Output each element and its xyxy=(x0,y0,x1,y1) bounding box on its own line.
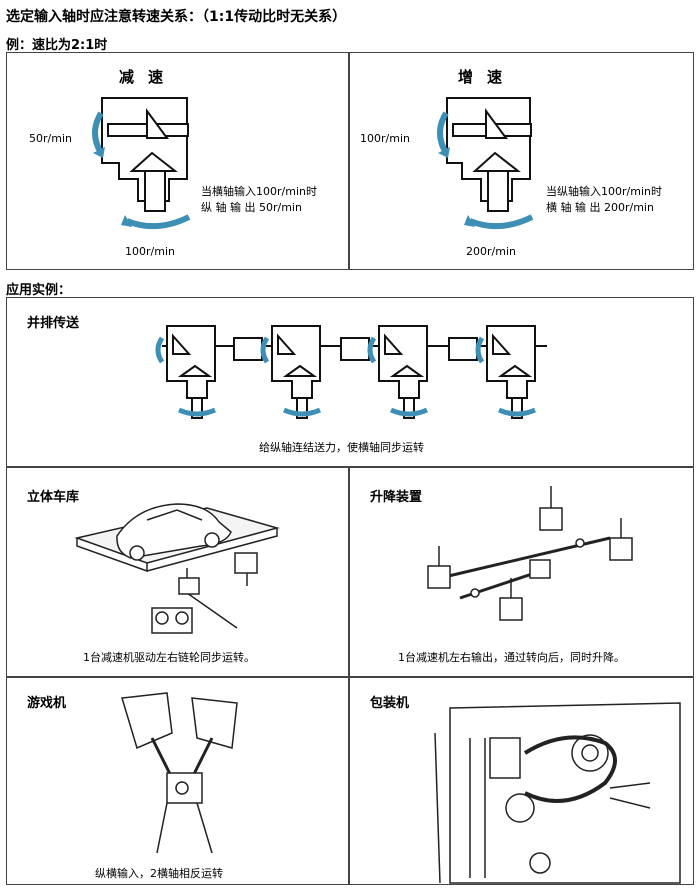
reduction-note-line1: 当横轴输入100r/min时 xyxy=(201,185,317,198)
game-caption: 纵横输入，2横轴相反运转 xyxy=(95,867,223,880)
increase-output-speed: 200r/min xyxy=(466,245,516,258)
reduction-gearbox-diagram xyxy=(92,97,191,230)
packaging-title: 包装机 xyxy=(370,696,410,711)
lifting-panel: 升降装置 1台减速机左右输出，通过转向后，同时升降。 xyxy=(349,467,694,677)
increase-note-line1: 当纵轴输入100r/min时 xyxy=(546,185,662,198)
parallel-title: 并排传送 xyxy=(27,316,80,331)
lifting-caption: 1台减速机左右输出，通过转向后，同时升降。 xyxy=(398,651,625,664)
example-subtitle: 例：速比为2:1时 xyxy=(6,38,108,53)
parallel-conveying-diagram xyxy=(155,325,547,419)
page-title: 选定输入轴时应注意转速关系：（1:1传动比时无关系） xyxy=(6,9,347,25)
reduction-output-speed: 100r/min xyxy=(125,245,175,258)
lifting-device-illustration xyxy=(427,486,633,621)
parallel-panel: 并排传送 xyxy=(6,297,694,467)
parking-garage-illustration xyxy=(74,503,280,634)
parallel-caption: 给纵轴连结送力，使横轴同步运转 xyxy=(259,441,424,454)
packaging-machine-illustration xyxy=(434,702,681,884)
increase-panel: 增速 100r/min 当纵轴输入100r/min时 横 轴 输 出 200r/… xyxy=(349,52,694,270)
game-machine-illustration xyxy=(121,692,238,854)
garage-panel: 立体车库 1台减速机驱动左右链轮同步运转。 xyxy=(6,467,349,677)
reduction-panel: 减速 50r/min 当横轴输入100r/min时 纵 轴 输 出 50r/mi… xyxy=(6,52,349,270)
lifting-title: 升降装置 xyxy=(370,490,423,505)
reduction-input-speed: 50r/min xyxy=(29,132,72,145)
garage-caption: 1台减速机驱动左右链轮同步运转。 xyxy=(83,651,255,664)
increase-heading: 增速 xyxy=(458,68,517,86)
increase-gearbox-diagram xyxy=(437,97,534,230)
game-title: 游戏机 xyxy=(27,696,67,711)
increase-input-speed: 100r/min xyxy=(360,132,410,145)
applications-label: 应用实例： xyxy=(6,283,72,298)
reduction-heading: 减速 xyxy=(119,68,178,86)
reduction-note-line2: 纵 轴 输 出 50r/min xyxy=(201,201,302,214)
increase-note-line2: 横 轴 输 出 200r/min xyxy=(546,201,654,214)
garage-title: 立体车库 xyxy=(27,490,80,505)
packaging-panel: 包装机 xyxy=(349,677,694,885)
game-panel: 游戏机 纵横输入，2横轴相反运转 xyxy=(6,677,349,885)
